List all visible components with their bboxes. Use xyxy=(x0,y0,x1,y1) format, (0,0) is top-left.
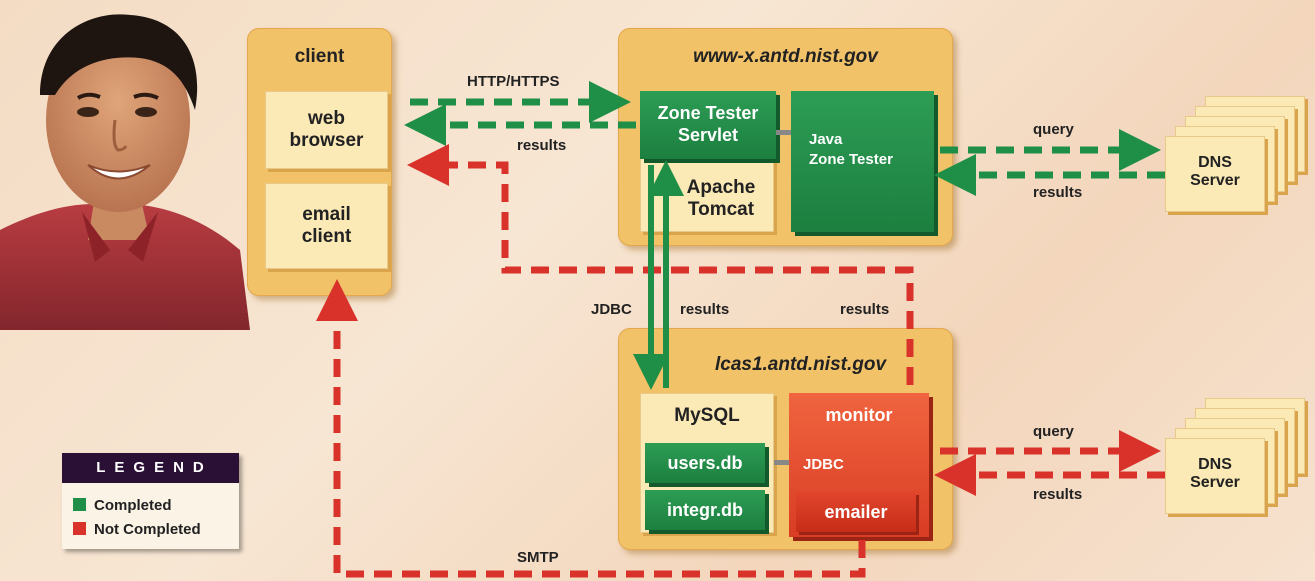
client-title: client xyxy=(294,46,345,67)
dns-server-bottom[interactable] xyxy=(1165,438,1265,514)
tomcat-line2: Tomcat xyxy=(687,198,755,220)
db-connector xyxy=(774,460,789,465)
http-label: HTTP/HTTPS xyxy=(467,73,560,90)
tomcat-line1: Apache xyxy=(686,176,756,198)
monitor-label: monitor xyxy=(825,405,893,425)
dns-server-top[interactable] xyxy=(1165,136,1265,212)
not-completed-swatch xyxy=(73,522,86,535)
servlet-connector xyxy=(776,130,791,135)
completed-swatch xyxy=(73,498,86,511)
email-client-line2: client xyxy=(301,226,352,247)
servlet-line2: Servlet xyxy=(677,124,739,145)
query-bottom-label: query xyxy=(1033,423,1074,440)
legend-completed: Completed xyxy=(73,497,172,514)
jdbc-label: JDBC xyxy=(591,301,632,318)
java-tester-line1: Java xyxy=(809,131,843,148)
monitor-results-arrow xyxy=(407,144,914,385)
results-client-label: results xyxy=(517,137,567,154)
integr-db-box[interactable]: integr.db xyxy=(645,490,765,530)
legend-completed-label: Completed xyxy=(94,497,172,514)
email-client-line1: email xyxy=(302,204,351,226)
web-browser-line1: web xyxy=(308,108,345,130)
legend-title: LEGEND xyxy=(62,453,239,483)
results-bottom-label: results xyxy=(1033,486,1083,503)
jdbc-results-label: results xyxy=(680,301,730,318)
zone-tester-servlet-box[interactable]: Zone Tester Servlet xyxy=(640,91,776,159)
www-server-title: www-x.antd.nist.gov xyxy=(693,46,878,67)
legend-not-completed: Not Completed xyxy=(73,521,201,538)
person-icon xyxy=(0,14,250,330)
web-browser-line2: browser xyxy=(289,130,364,151)
monitor-jdbc-label: JDBC xyxy=(803,456,844,473)
lcas-server-title: lcas1.antd.nist.gov xyxy=(714,354,887,375)
legend: LEGEND Completed Not Completed xyxy=(62,453,239,549)
results-top-label: results xyxy=(1033,184,1083,201)
java-zone-tester-box[interactable]: Java Zone Tester xyxy=(791,91,934,232)
monitor-results-label: results xyxy=(840,301,890,318)
smtp-label: SMTP xyxy=(517,549,559,566)
users-db-box[interactable]: users.db xyxy=(645,443,765,483)
mysql-label: MySQL xyxy=(674,405,740,426)
servlet-line1: Zone Tester xyxy=(657,103,759,123)
query-top-label: query xyxy=(1033,121,1074,138)
java-tester-line2: Zone Tester xyxy=(809,151,893,168)
legend-not-completed-label: Not Completed xyxy=(94,521,201,538)
smtp-arrow xyxy=(316,279,866,578)
emailer-box[interactable]: emailer xyxy=(796,492,916,532)
